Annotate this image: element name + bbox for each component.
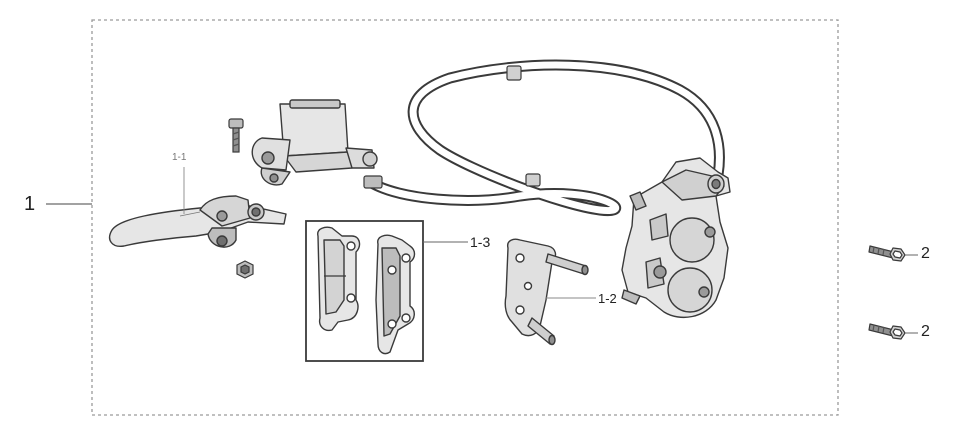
caliper-bracket-icon bbox=[504, 238, 589, 346]
callout-lever: 1-1 bbox=[172, 152, 187, 163]
callout-bolt-upper: 2 bbox=[921, 245, 930, 262]
pads-box bbox=[305, 220, 424, 362]
brake-hose-icon bbox=[363, 59, 725, 217]
callout-bolt-lower: 2 bbox=[921, 323, 930, 340]
bolt-icon bbox=[868, 323, 906, 340]
callout-bracket: 1-2 bbox=[598, 291, 617, 306]
brake-caliper-icon bbox=[621, 157, 731, 319]
brake-lever-icon bbox=[108, 195, 287, 248]
assembly-border bbox=[91, 19, 839, 416]
brake-pad-icon bbox=[317, 226, 416, 355]
nut-icon bbox=[236, 260, 254, 279]
master-cylinder-icon bbox=[251, 99, 378, 186]
bolt-icon bbox=[868, 245, 906, 262]
callout-pads: 1-3 bbox=[470, 234, 491, 250]
callout-assembly: 1 bbox=[24, 193, 36, 215]
bolt-icon bbox=[228, 118, 244, 153]
